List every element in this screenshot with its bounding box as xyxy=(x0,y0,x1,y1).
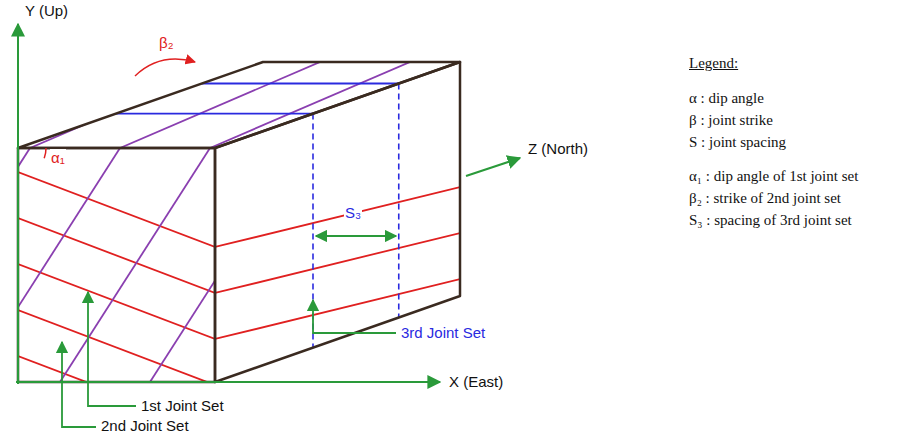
z-axis xyxy=(466,158,520,176)
joint-trace xyxy=(215,233,460,293)
joint-trace xyxy=(60,148,210,382)
legend-line: β : joint strike xyxy=(688,112,774,129)
spacing-symbol: S₃ xyxy=(344,204,362,221)
joint-set-label: 2nd Joint Set xyxy=(100,417,190,434)
legend-line: α₁ : dip angle of 1st joint set xyxy=(688,168,859,185)
front-joints xyxy=(0,148,300,431)
joint-trace xyxy=(116,113,313,115)
joint-trace xyxy=(18,310,215,385)
joint-set-label: 3rd Joint Set xyxy=(400,324,486,341)
joint-trace xyxy=(18,218,215,293)
joint-trace xyxy=(18,172,215,247)
joint-trace xyxy=(398,84,400,318)
leader-line xyxy=(88,292,136,406)
block-outline xyxy=(18,62,460,382)
legend-line: α : dip angle xyxy=(688,90,765,107)
angle-symbol: α₁ xyxy=(50,149,66,166)
leader-line xyxy=(313,300,396,333)
y-axis xyxy=(17,24,19,384)
joint-set-label: 1st Joint Set xyxy=(140,397,225,414)
joint-trace xyxy=(215,187,460,247)
axis-label: X (East) xyxy=(448,373,504,390)
axis-label: Z (North) xyxy=(527,140,589,157)
legend-line: S₃ : spacing of 3rd joint set xyxy=(688,212,853,229)
legend-heading: Legend: xyxy=(688,55,739,72)
leader-line xyxy=(62,342,96,427)
strike-arc xyxy=(135,59,195,76)
spacing-arrow xyxy=(316,235,396,237)
dip-arc xyxy=(44,148,46,158)
joint-trace xyxy=(202,83,399,85)
legend-line: β₂ : strike of 2nd joint set xyxy=(688,190,842,207)
top-joints xyxy=(30,19,600,148)
axis-label: Y (Up) xyxy=(24,2,69,19)
joint-trace xyxy=(0,148,30,382)
joint-trace xyxy=(215,371,460,431)
joint-trace xyxy=(150,148,300,382)
x-axis xyxy=(16,381,440,383)
angle-symbol: β₂ xyxy=(158,34,174,51)
legend-line: S : joint spacing xyxy=(688,134,787,151)
